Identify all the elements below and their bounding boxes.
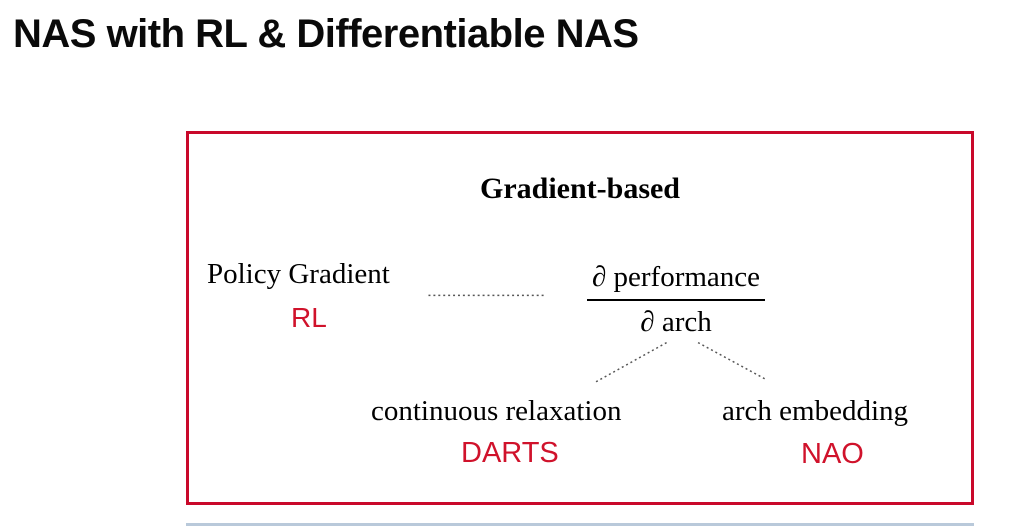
gradient-based-diagram-box: Gradient-based Policy Gradient RL ∂ perf… (186, 131, 974, 505)
cropped-bottom-edge (186, 523, 974, 526)
diagram-inner: Gradient-based Policy Gradient RL ∂ perf… (189, 134, 971, 502)
branch-method-darts: DARTS (461, 437, 559, 469)
connector-fraction-to-right-branch (697, 341, 768, 381)
branch-method-nao: NAO (801, 438, 864, 470)
branch-label-arch-embedding: arch embedding (722, 395, 909, 427)
policy-gradient-method-rl: RL (291, 302, 327, 333)
fraction-denominator: ∂ arch (640, 306, 712, 338)
connector-fraction-to-left-branch (595, 341, 667, 383)
diagram-heading: Gradient-based (479, 172, 680, 205)
branch-label-continuous-relaxation: continuous relaxation (371, 395, 622, 427)
slide-title: NAS with RL & Differentiable NAS (13, 12, 639, 56)
derivative-fraction: ∂ performance ∂ arch (570, 261, 782, 339)
policy-gradient-label: Policy Gradient (207, 258, 390, 290)
fraction-numerator: ∂ performance (586, 261, 766, 301)
